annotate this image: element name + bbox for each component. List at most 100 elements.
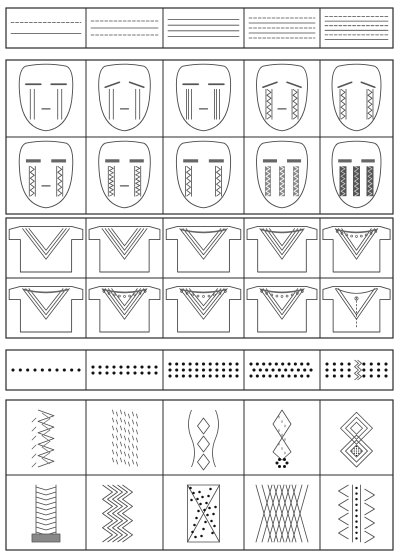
cell-dot-rows-r1-c2	[86, 350, 163, 390]
cell-body-patterns-r1-c3	[163, 400, 244, 475]
cell-border	[86, 400, 163, 475]
face-painting-motif	[176, 141, 230, 208]
cell-face-paintings-r2-c1	[6, 137, 86, 214]
tunic-v-neck-motif	[247, 286, 317, 332]
cell-border	[163, 137, 244, 214]
group-line-stripes	[6, 8, 393, 48]
face-painting-motif	[19, 64, 73, 131]
cell-tunics-r1-c3	[163, 218, 244, 278]
cell-face-paintings-r2-c2	[86, 137, 163, 214]
dot-rows-motif	[91, 365, 157, 374]
cell-border	[163, 8, 244, 48]
cell-line-stripes-r1-c1	[6, 8, 86, 48]
tunic-v-neck-motif	[89, 286, 160, 332]
cell-body-patterns-r1-c5	[320, 400, 393, 475]
cell-face-paintings-r2-c4	[244, 137, 320, 214]
cell-border	[320, 60, 393, 137]
cell-body-patterns-r2-c4	[244, 475, 320, 550]
group-body-patterns	[6, 400, 393, 550]
cell-border	[6, 350, 86, 390]
face-painting-motif	[257, 141, 308, 208]
tunic-v-neck-motif	[9, 286, 83, 332]
cell-border	[6, 8, 86, 48]
group-dot-rows	[6, 350, 393, 390]
cell-tunics-r2-c3	[163, 278, 244, 338]
face-painting-motif	[176, 64, 230, 131]
cell-border	[163, 475, 244, 550]
body-pattern-motif	[189, 410, 219, 470]
dot-rows-motif	[325, 360, 387, 380]
cell-line-stripes-r1-c2	[86, 8, 163, 48]
cell-tunics-r1-c5	[320, 218, 393, 278]
face-painting-motif	[257, 64, 308, 131]
cell-border	[6, 60, 86, 137]
dot-rows-motif	[11, 368, 80, 371]
tunic-v-neck-motif	[323, 286, 390, 332]
cell-body-patterns-r2-c1	[6, 475, 86, 550]
face-painting-motif	[332, 64, 381, 131]
cell-border	[163, 400, 244, 475]
cell-line-stripes-r1-c3	[163, 8, 244, 48]
body-pattern-motif	[113, 410, 138, 466]
horizontal-line-stripes-motif	[168, 20, 239, 37]
face-painting-motif	[19, 141, 73, 208]
body-pattern-motif	[103, 485, 133, 542]
body-pattern-motif	[188, 485, 220, 542]
cell-face-paintings-r2-c5	[320, 137, 393, 214]
cell-face-paintings-r1-c3	[163, 60, 244, 137]
cell-tunics-r2-c5	[320, 278, 393, 338]
cell-border	[86, 60, 163, 137]
group-frame	[6, 8, 393, 48]
body-pattern-motif	[256, 485, 308, 542]
horizontal-line-stripes-motif	[11, 23, 81, 34]
group-tunics	[6, 218, 393, 338]
cell-dot-rows-r1-c4	[244, 350, 320, 390]
cell-dot-rows-r1-c1	[6, 350, 86, 390]
cell-border	[86, 137, 163, 214]
tunic-v-neck-motif	[247, 226, 317, 272]
tunic-v-neck-motif	[89, 226, 160, 272]
cell-body-patterns-r1-c2	[86, 400, 163, 475]
tunic-v-neck-motif	[166, 286, 241, 332]
tunic-v-neck-motif	[323, 226, 390, 272]
cell-line-stripes-r1-c5	[320, 8, 393, 48]
body-pattern-motif	[32, 410, 54, 467]
dot-rows-motif	[168, 362, 238, 377]
cell-dot-rows-r1-c5	[320, 350, 393, 390]
cell-border	[320, 400, 393, 475]
cell-tunics-r2-c4	[244, 278, 320, 338]
cell-face-paintings-r1-c2	[86, 60, 163, 137]
cell-dot-rows-r1-c3	[163, 350, 244, 390]
body-pattern-motif	[32, 485, 60, 542]
face-painting-motif	[332, 141, 381, 208]
cell-body-patterns-r1-c4	[244, 400, 320, 475]
body-pattern-motif	[339, 485, 375, 543]
cell-tunics-r1-c2	[86, 218, 163, 278]
cell-border	[163, 60, 244, 137]
horizontal-line-stripes-motif	[91, 21, 158, 35]
cell-body-patterns-r2-c2	[86, 475, 163, 550]
cell-tunics-r1-c4	[244, 218, 320, 278]
cell-border	[320, 8, 393, 48]
cell-border	[320, 350, 393, 390]
cell-body-patterns-r1-c1	[6, 400, 86, 475]
cell-body-patterns-r2-c5	[320, 475, 393, 550]
cell-tunics-r1-c1	[6, 218, 86, 278]
face-painting-motif	[99, 64, 151, 131]
dot-rows-motif	[249, 362, 312, 377]
horizontal-line-stripes-motif	[325, 17, 388, 40]
group-face-paintings	[6, 60, 393, 214]
cell-body-patterns-r2-c3	[163, 475, 244, 550]
tunic-v-neck-motif	[9, 226, 83, 272]
cell-border	[6, 137, 86, 214]
cell-face-paintings-r1-c4	[244, 60, 320, 137]
cell-border	[244, 60, 320, 137]
face-painting-motif	[99, 141, 151, 208]
cell-face-paintings-r2-c3	[163, 137, 244, 214]
cell-tunics-r2-c1	[6, 278, 86, 338]
body-pattern-motif	[273, 410, 291, 468]
tunic-v-neck-motif	[166, 226, 241, 272]
body-pattern-motif	[341, 412, 373, 467]
cell-line-stripes-r1-c4	[244, 8, 320, 48]
